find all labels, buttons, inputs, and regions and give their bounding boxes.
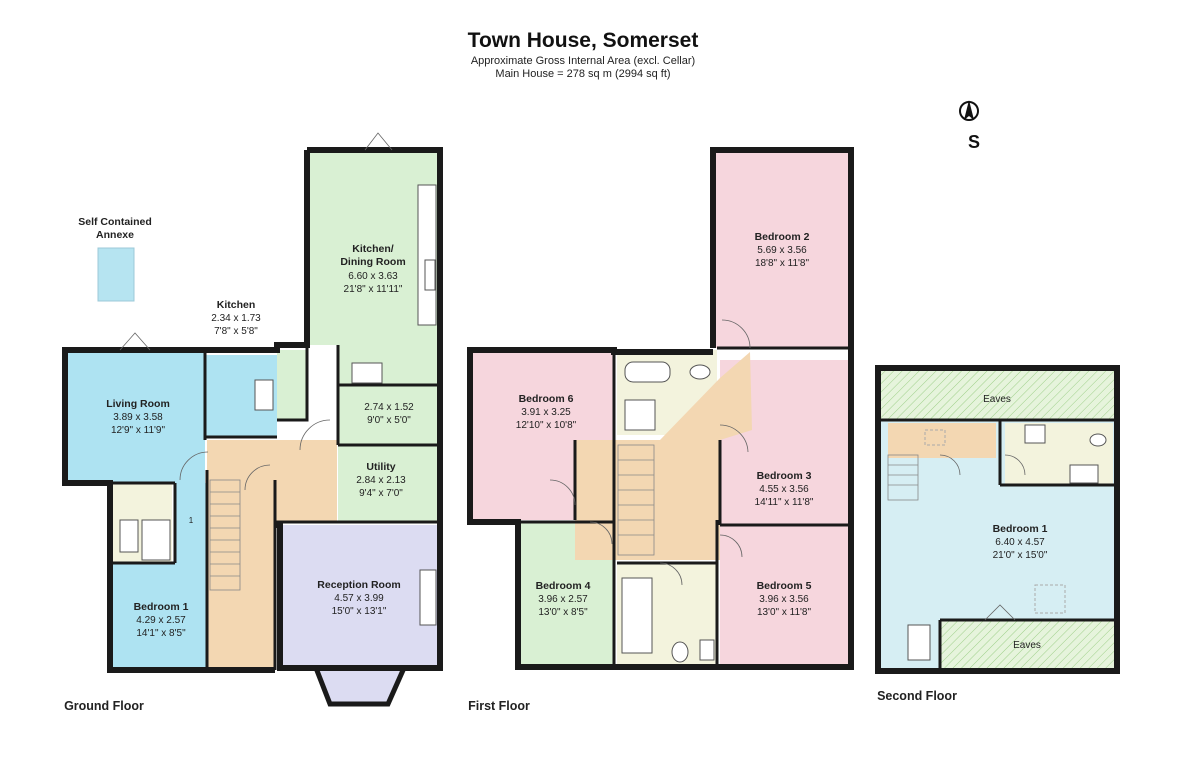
plan-title: Town House, Somerset [468,29,699,52]
bedroom-5-imperial: 13'0" x 11'8" [757,607,812,618]
bedroom-3-name: Bedroom 3 [757,470,812,482]
second-floor [875,365,1120,674]
kitchen-metric: 2.34 x 1.73 [211,313,261,324]
bedroom-1-metric: 6.40 x 4.57 [995,537,1045,548]
bedroom-6-imperial: 12'10" x 10'8" [516,420,577,431]
eaves-top-label: Eaves [983,394,1011,405]
reception-room-name: Reception Room [317,579,400,591]
annexe-bedroom-name: Bedroom 1 [134,601,189,613]
bedroom-4-metric: 3.96 x 2.57 [538,594,588,605]
bedroom-6-metric: 3.91 x 3.25 [521,407,571,418]
eaves-bottom-label: Eaves [1013,640,1041,651]
utility-metric: 2.84 x 2.13 [356,475,406,486]
bedroom-1-name: Bedroom 1 [993,523,1048,535]
ground-floor-label: Ground Floor [64,699,144,713]
bedroom-6-name: Bedroom 6 [519,393,574,405]
kitchen-dining-name2: Dining Room [340,256,405,268]
living-room-imperial: 12'9" x 11'9" [111,425,166,436]
area-note: Approximate Gross Internal Area (excl. C… [471,55,695,67]
reception-room-imperial: 15'0" x 13'1" [332,606,387,617]
kitchen-imperial: 7'8" x 5'8" [214,326,258,337]
bedroom-5-metric: 3.96 x 3.56 [759,594,809,605]
second-floor-label: Second Floor [877,689,957,703]
bedroom-4-imperial: 13'0" x 8'5" [538,607,588,618]
kitchen-dining-metric: 6.60 x 3.63 [348,271,398,282]
first-floor [467,147,854,670]
bedroom-3-imperial: 14'11" x 11'8" [755,497,814,508]
stair-mark: 1 [189,516,194,525]
store-imperial: 9'0" x 5'0" [367,415,411,426]
reception-room-metric: 4.57 x 3.99 [334,593,384,604]
annexe-label-line1: Self Contained [78,216,152,228]
annexe-bedroom-metric: 4.29 x 2.57 [136,615,186,626]
utility-name: Utility [366,461,395,473]
compass-letter: S [968,132,980,152]
bedroom-3-metric: 4.55 x 3.56 [759,484,809,495]
living-room-metric: 3.89 x 3.58 [113,412,163,423]
kitchen-name: Kitchen [217,299,256,311]
living-room-name: Living Room [106,398,170,410]
kitchen-dining-name1: Kitchen/ [352,243,394,255]
bedroom-5-name: Bedroom 5 [757,580,812,592]
ground-floor [62,132,443,707]
bedroom-2-imperial: 18'8" x 11'8" [755,258,810,269]
annexe-label-line2: Annexe [96,229,134,241]
bedroom-2-metric: 5.69 x 3.56 [757,245,807,256]
utility-imperial: 9'4" x 7'0" [359,488,403,499]
compass-arrow-icon [959,100,979,121]
main-house-area: Main House = 278 sq m (2994 sq ft) [495,68,670,80]
first-floor-label: First Floor [468,699,530,713]
bedroom-1-imperial: 21'0" x 15'0" [993,550,1048,561]
bedroom-2-name: Bedroom 2 [755,231,810,243]
bedroom-4-name: Bedroom 4 [536,580,591,592]
store-metric: 2.74 x 1.52 [364,402,414,413]
annexe-block [97,247,135,302]
annexe-bedroom-imperial: 14'1" x 8'5" [136,628,186,639]
kitchen-dining-imperial: 21'8" x 11'11" [344,284,403,295]
